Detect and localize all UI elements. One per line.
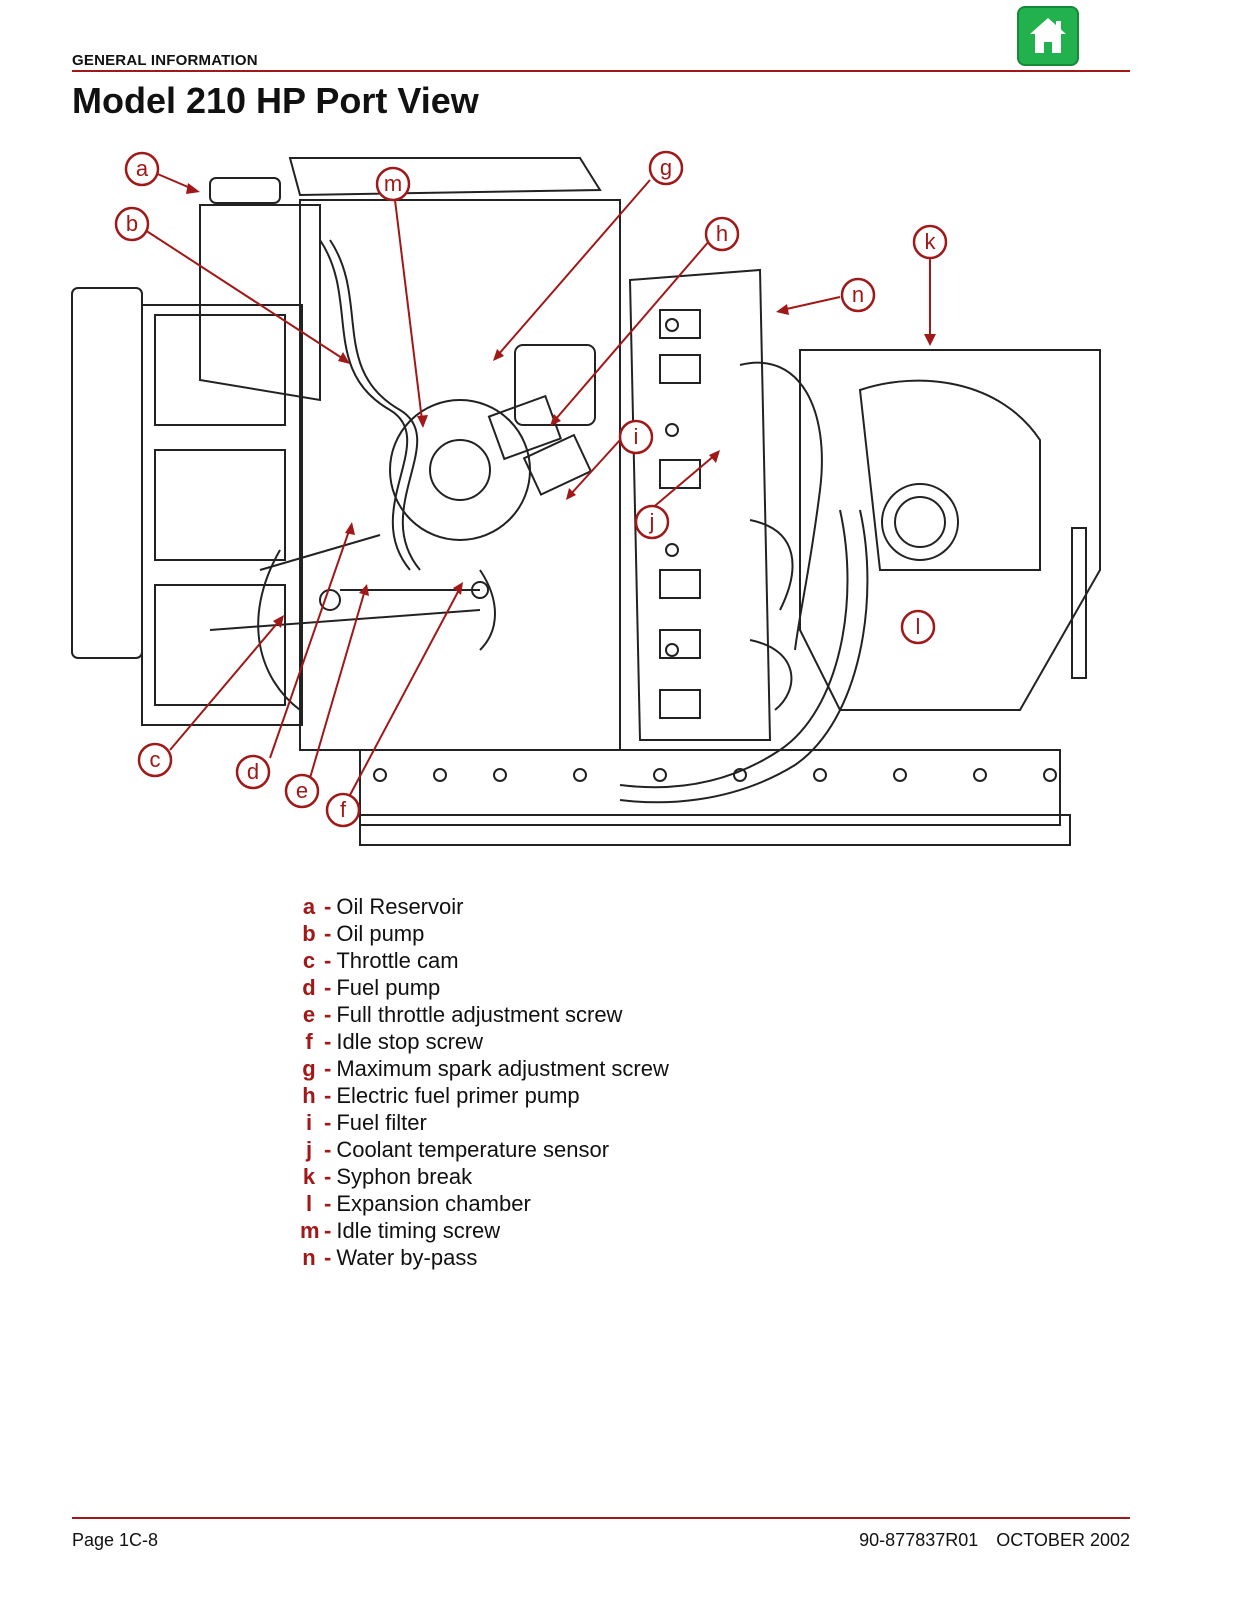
legend-letter: e xyxy=(302,1002,316,1027)
legend-text: Coolant temperature sensor xyxy=(336,1137,610,1162)
legend: a-Oil Reservoir b-Oil pump c-Throttle ca… xyxy=(300,893,669,1271)
engine-drawing xyxy=(71,157,1101,846)
footer-doc-info: 90-877837R01 OCTOBER 2002 xyxy=(859,1530,1130,1551)
legend-text: Water by-pass xyxy=(336,1245,478,1270)
legend-sep: - xyxy=(324,1164,332,1189)
doc-date: OCTOBER 2002 xyxy=(996,1530,1130,1550)
legend-letter: j xyxy=(305,1137,313,1162)
legend-item: a-Oil Reservoir xyxy=(300,893,669,920)
legend-sep: - xyxy=(324,1110,332,1135)
legend-text: Maximum spark adjustment screw xyxy=(336,1056,669,1081)
legend-text: Syphon break xyxy=(336,1164,473,1189)
header-rule xyxy=(72,70,1130,72)
callout-c: c xyxy=(150,747,161,772)
legend-item: j-Coolant temperature sensor xyxy=(300,1136,669,1163)
callout-k: k xyxy=(925,229,937,254)
legend-sep: - xyxy=(324,1056,332,1081)
callout-f: f xyxy=(340,797,347,822)
callout-labels: a b c d e f g h i j k l m n xyxy=(126,155,937,822)
legend-text: Idle stop screw xyxy=(336,1029,484,1054)
legend-letter: d xyxy=(302,975,316,1000)
legend-text: Electric fuel primer pump xyxy=(336,1083,580,1108)
doc-number: 90-877837R01 xyxy=(859,1530,979,1550)
callout-n: n xyxy=(852,282,864,307)
legend-item: d-Fuel pump xyxy=(300,974,669,1001)
callout-j: j xyxy=(649,509,655,534)
legend-sep: - xyxy=(324,975,332,1000)
legend-sep: - xyxy=(324,1029,332,1054)
legend-text: Throttle cam xyxy=(336,948,459,973)
legend-item: l-Expansion chamber xyxy=(300,1190,669,1217)
legend-text: Expansion chamber xyxy=(336,1191,531,1216)
legend-letter: b xyxy=(302,921,316,946)
legend-text: Fuel filter xyxy=(336,1110,427,1135)
legend-letter: a xyxy=(302,894,316,919)
callout-b: b xyxy=(126,211,138,236)
legend-sep: - xyxy=(324,1191,332,1216)
page-title: Model 210 HP Port View xyxy=(72,80,479,121)
legend-sep: - xyxy=(324,894,332,919)
callout-l: l xyxy=(916,614,921,639)
callout-i: i xyxy=(634,424,639,449)
legend-text: Idle timing screw xyxy=(336,1218,501,1243)
legend-sep: - xyxy=(324,921,332,946)
callout-g: g xyxy=(660,155,672,180)
callout-arrowheads xyxy=(186,183,936,628)
legend-item: k-Syphon break xyxy=(300,1163,669,1190)
legend-text: Oil Reservoir xyxy=(336,894,464,919)
legend-letter: c xyxy=(302,948,316,973)
legend-item: e-Full throttle adjustment screw xyxy=(300,1001,669,1028)
footer-rule xyxy=(72,1517,1130,1519)
legend-sep: - xyxy=(324,1245,332,1270)
legend-sep: - xyxy=(324,1083,332,1108)
legend-letter: h xyxy=(302,1083,316,1108)
legend-item: n-Water by-pass xyxy=(300,1244,669,1271)
legend-item: b-Oil pump xyxy=(300,920,669,947)
engine-diagram: a b c d e f g h i j k l m n xyxy=(71,150,1101,846)
legend-item: h-Electric fuel primer pump xyxy=(300,1082,669,1109)
legend-sep: - xyxy=(324,1137,332,1162)
callout-a: a xyxy=(136,156,149,181)
home-button[interactable] xyxy=(1017,6,1079,66)
legend-text: Oil pump xyxy=(336,921,425,946)
callout-h: h xyxy=(716,221,728,246)
legend-item: i-Fuel filter xyxy=(300,1109,669,1136)
legend-letter: i xyxy=(305,1110,313,1135)
legend-item: f-Idle stop screw xyxy=(300,1028,669,1055)
legend-item: g-Maximum spark adjustment screw xyxy=(300,1055,669,1082)
callout-bubbles xyxy=(114,150,948,828)
legend-letter: m xyxy=(300,1218,320,1243)
legend-sep: - xyxy=(324,1002,332,1027)
legend-item: m-Idle timing screw xyxy=(300,1217,669,1244)
callout-d: d xyxy=(247,759,259,784)
section-label: GENERAL INFORMATION xyxy=(72,52,258,69)
legend-letter: n xyxy=(302,1245,316,1270)
home-icon xyxy=(1030,18,1066,53)
callout-m: m xyxy=(384,171,402,196)
legend-letter: k xyxy=(302,1164,316,1189)
legend-letter: f xyxy=(305,1029,313,1054)
legend-sep: - xyxy=(324,1218,332,1243)
legend-item: c-Throttle cam xyxy=(300,947,669,974)
legend-letter: l xyxy=(305,1191,313,1216)
callout-leaders xyxy=(144,171,931,796)
callout-e: e xyxy=(296,778,308,803)
legend-text: Fuel pump xyxy=(336,975,441,1000)
legend-sep: - xyxy=(324,948,332,973)
legend-letter: g xyxy=(302,1056,316,1081)
page-number: Page 1C-8 xyxy=(72,1530,159,1550)
legend-text: Full throttle adjustment screw xyxy=(336,1002,623,1027)
